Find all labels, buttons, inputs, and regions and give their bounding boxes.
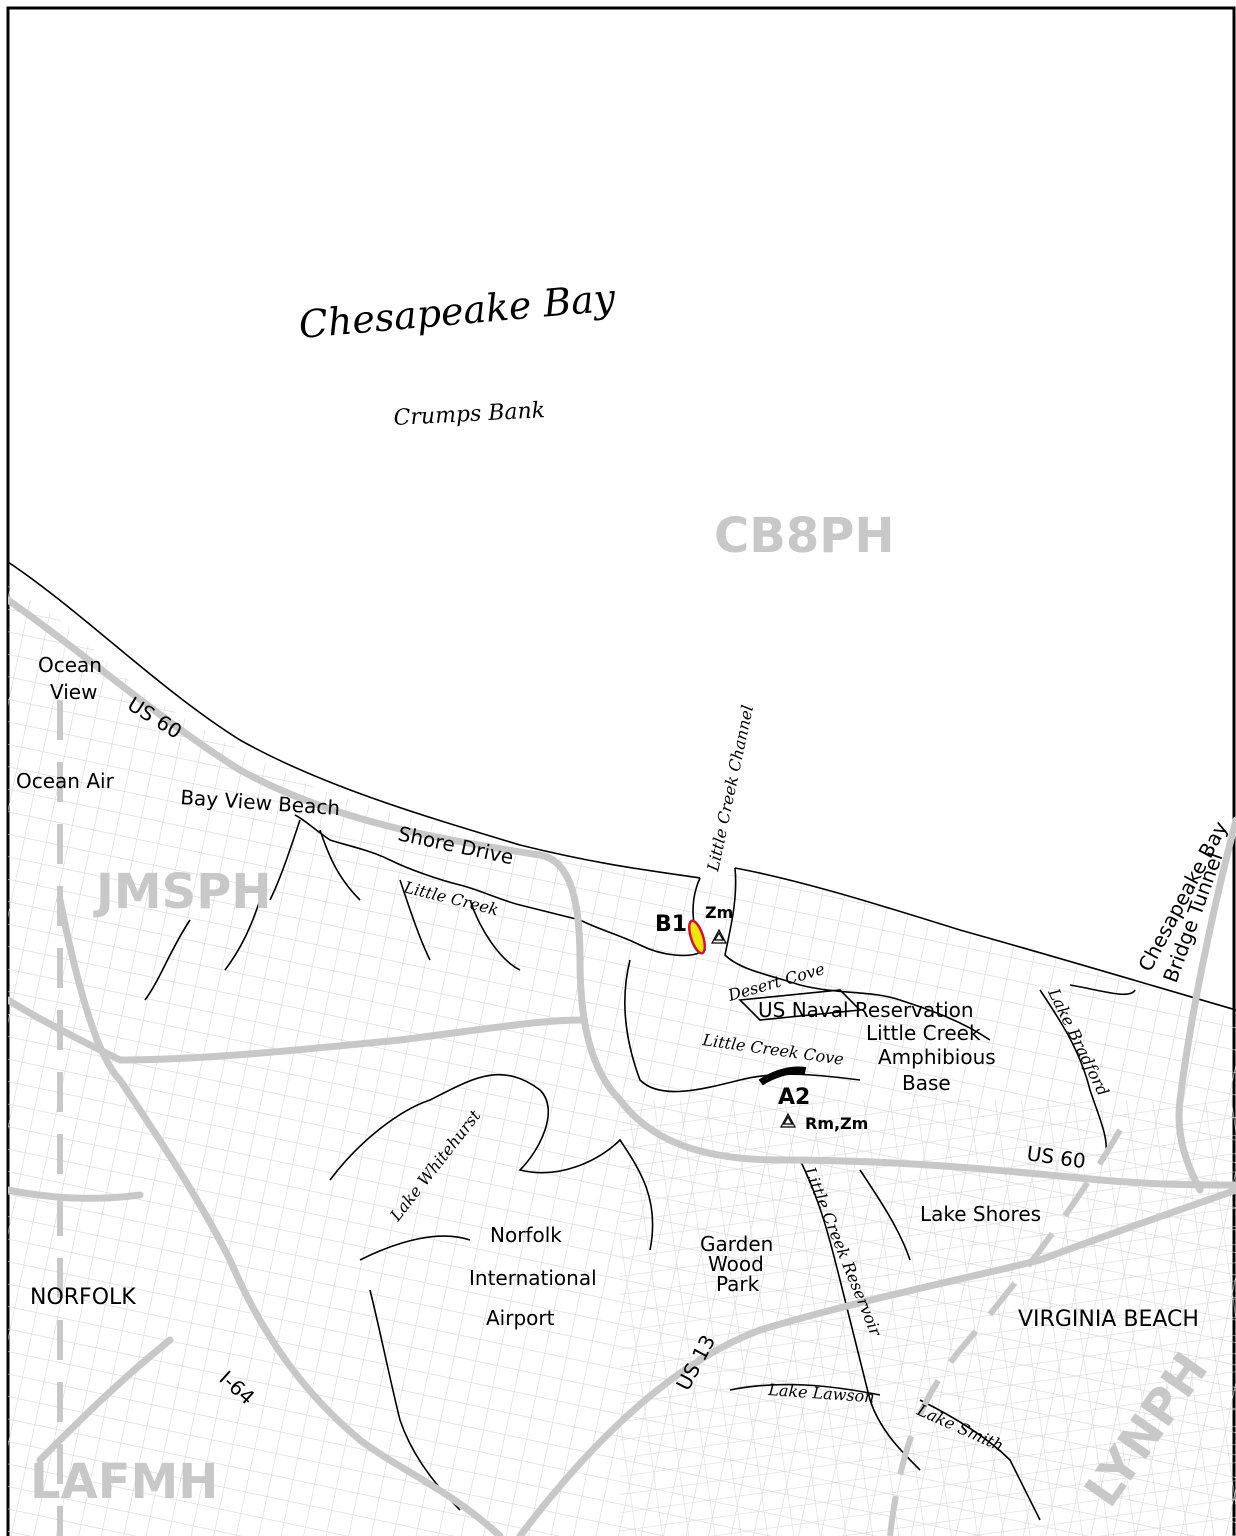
zone-boundary-east: [887, 1128, 1123, 1536]
airport-creek: [369, 1289, 461, 1511]
label-garden-2: Wood: [708, 1252, 764, 1276]
lake-bradford-shore: [1039, 984, 1136, 1161]
label-airport-3: Airport: [486, 1306, 555, 1330]
label-naval-2: Little Creek: [866, 1021, 981, 1045]
label-site-a2: A2: [778, 1085, 810, 1110]
label-airport-2: International: [469, 1266, 597, 1290]
label-zone-cb8ph: CB8PH: [714, 508, 895, 564]
lake-lawson-shore: [729, 1383, 881, 1396]
label-garden-3: Park: [716, 1272, 760, 1296]
coastline: [8, 561, 701, 879]
label-naval-4: Base: [902, 1071, 951, 1095]
label-lake-shores: Lake Shores: [920, 1202, 1041, 1226]
site-b1-marker[interactable]: [686, 919, 708, 955]
coastline-east: [734, 867, 1236, 1011]
label-ocean-view-1: Ocean: [38, 653, 102, 677]
us13-highway: [516, 1186, 1236, 1536]
cbbt-highway: [1175, 816, 1236, 1194]
land-streets-east: [620, 1100, 1236, 1536]
triangle-station-icon: [710, 928, 728, 944]
label-zone-lafmh: LAFMH: [30, 1454, 218, 1510]
creek-branch-2: [144, 899, 261, 1001]
label-airport-1: Norfolk: [490, 1223, 562, 1247]
label-virginia-beach: VIRGINIA BEACH: [1018, 1307, 1199, 1332]
label-naval-1: US Naval Reservation: [758, 998, 974, 1022]
site-a2-marker[interactable]: [758, 1066, 807, 1086]
label-site-b1: B1: [655, 912, 687, 937]
reservoir-shore: [799, 1159, 921, 1471]
label-ocean-air: Ocean Air: [16, 769, 115, 793]
triangle-station-icon: [779, 1112, 797, 1128]
cove-pier: [738, 989, 862, 1021]
west-connector: [8, 996, 584, 1064]
label-zone-jmsph: JMSPH: [93, 864, 272, 920]
cove-shore: [624, 959, 861, 1093]
lake-smith-shore: [919, 1399, 1041, 1521]
label-garden-1: Garden: [700, 1232, 773, 1256]
label-norfolk: NORFOLK: [30, 1285, 136, 1310]
label-ocean-view-2: View: [50, 680, 97, 704]
label-b1-station: Zm: [705, 903, 733, 922]
creek-branch-1: [269, 819, 521, 971]
little-creek-inlet: [294, 814, 707, 957]
lake-whitehurst-shore: [329, 1074, 654, 1261]
us60-highway: [8, 596, 1236, 1189]
little-creek-inlet-east: [724, 867, 991, 1041]
label-a2-station: Rm,Zm: [805, 1114, 868, 1133]
sw-connector: [8, 1186, 174, 1464]
label-naval-3: Amphibious: [878, 1045, 996, 1069]
